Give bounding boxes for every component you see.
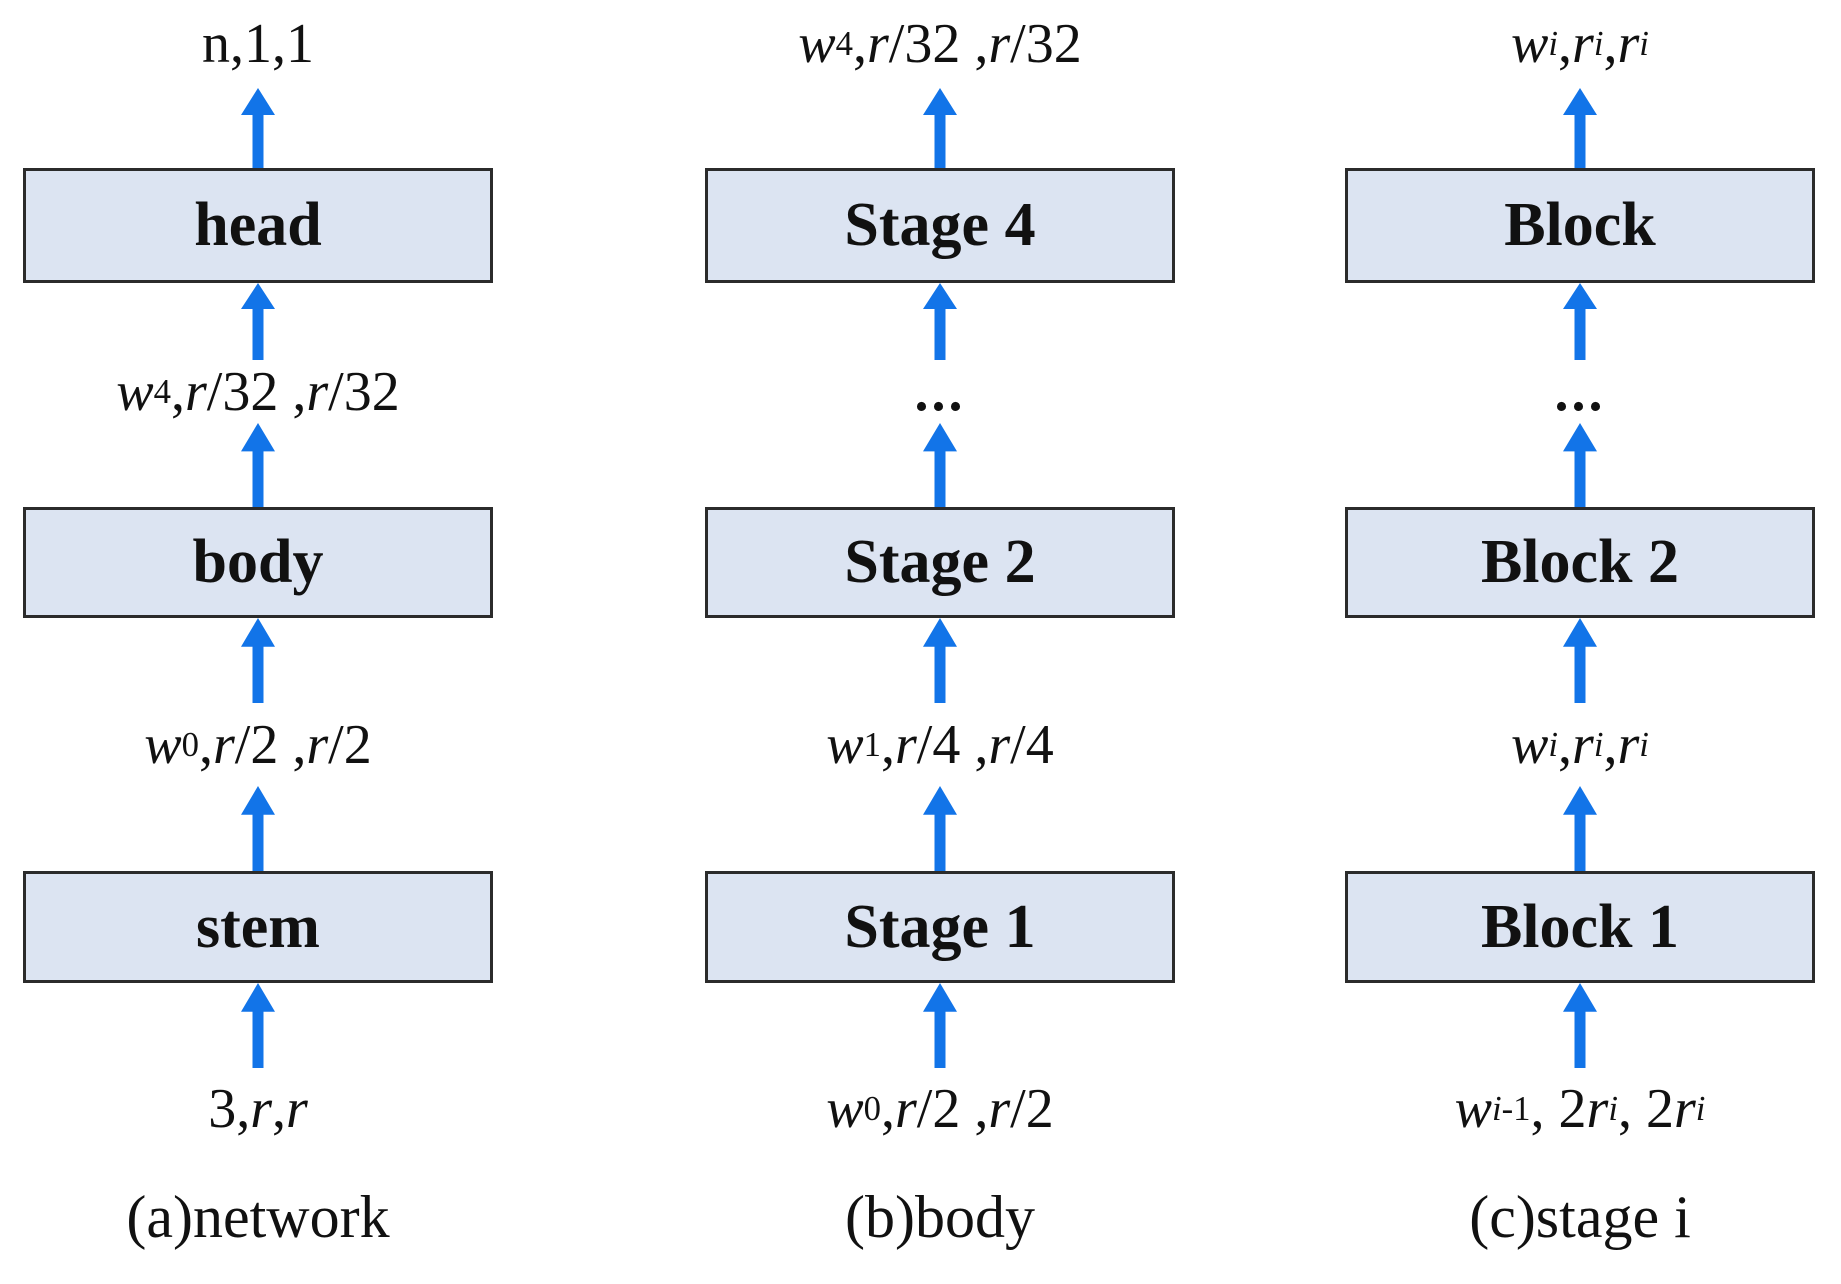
caption-network: (a)network — [126, 1183, 390, 1250]
box-stage1: Stage 1 — [705, 871, 1175, 983]
up-arrow-icon — [705, 423, 1175, 507]
up-arrow-icon — [1345, 618, 1815, 703]
up-arrow-icon — [1345, 88, 1815, 168]
caption-stage: (c)stage i — [1469, 1183, 1691, 1250]
box-body: body — [23, 507, 493, 618]
up-arrow-icon — [23, 423, 493, 507]
up-arrow-icon — [23, 283, 493, 360]
box-block2: Block 2 — [1345, 507, 1815, 618]
up-arrow-icon — [23, 88, 493, 168]
box-block: Block — [1345, 168, 1815, 283]
up-arrow-icon — [705, 983, 1175, 1068]
up-arrow-icon — [705, 618, 1175, 703]
up-arrow-icon — [705, 88, 1175, 168]
box-head: head — [23, 168, 493, 283]
box-block1: Block 1 — [1345, 871, 1815, 983]
up-arrow-icon — [1345, 983, 1815, 1068]
ellipsis-dots: ... — [914, 360, 966, 423]
input-shape-label: 3, r, r — [208, 1078, 308, 1140]
output-shape-label: n,1,1 — [202, 13, 314, 75]
box-stage4: Stage 4 — [705, 168, 1175, 283]
caption-body: (b)body — [845, 1183, 1035, 1250]
box-stage2: Stage 2 — [705, 507, 1175, 618]
up-arrow-icon — [705, 283, 1175, 360]
up-arrow-icon — [705, 786, 1175, 871]
up-arrow-icon — [1345, 423, 1815, 507]
box-stem: stem — [23, 871, 493, 983]
up-arrow-icon — [23, 983, 493, 1068]
up-arrow-icon — [23, 786, 493, 871]
up-arrow-icon — [1345, 283, 1815, 360]
ellipsis-dots: ... — [1554, 360, 1606, 423]
up-arrow-icon — [1345, 786, 1815, 871]
up-arrow-icon — [23, 618, 493, 703]
